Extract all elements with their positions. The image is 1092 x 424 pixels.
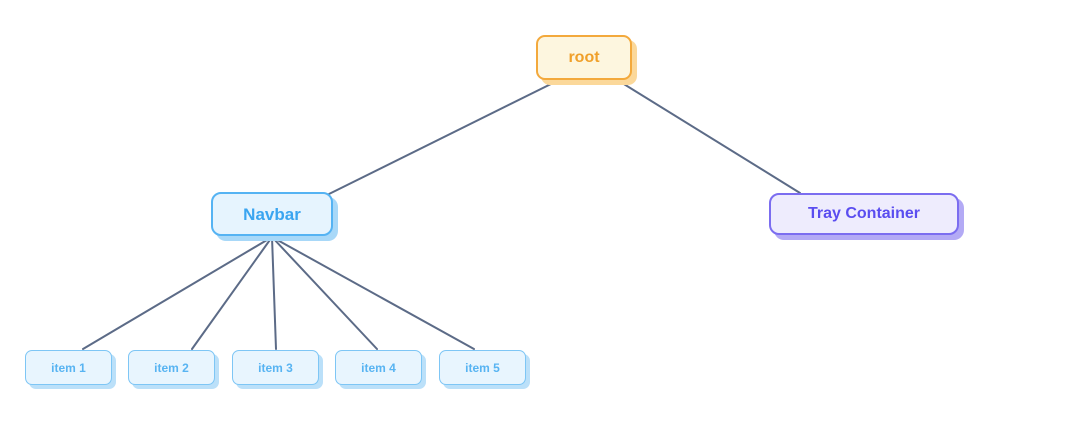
node-navbar-label: Navbar [243, 204, 301, 224]
edge-root-to-tray [618, 80, 801, 194]
node-root[interactable]: root [536, 35, 632, 80]
edge-navbar-to-item5 [271, 236, 475, 350]
node-item2-label: item 2 [154, 360, 189, 375]
node-item1-label: item 1 [51, 360, 86, 375]
edge-navbar-to-item4 [271, 236, 378, 350]
node-item1[interactable]: item 1 [25, 350, 112, 385]
node-root-label: root [568, 48, 600, 66]
node-item5-label: item 5 [465, 360, 500, 375]
node-item2[interactable]: item 2 [128, 350, 215, 385]
node-tray-label: Tray Container [807, 205, 921, 222]
edge-navbar-to-item3 [271, 236, 277, 350]
node-item3-label: item 3 [258, 360, 293, 375]
node-navbar[interactable]: Navbar [211, 192, 333, 236]
edge-navbar-to-item1 [82, 236, 273, 350]
node-item4-label: item 4 [361, 360, 396, 375]
node-tray[interactable]: Tray Container [769, 193, 959, 235]
edge-navbar-to-item2 [191, 236, 273, 350]
edge-root-to-navbar [328, 80, 558, 195]
node-item5[interactable]: item 5 [439, 350, 526, 385]
node-item3[interactable]: item 3 [232, 350, 319, 385]
node-item4[interactable]: item 4 [335, 350, 422, 385]
